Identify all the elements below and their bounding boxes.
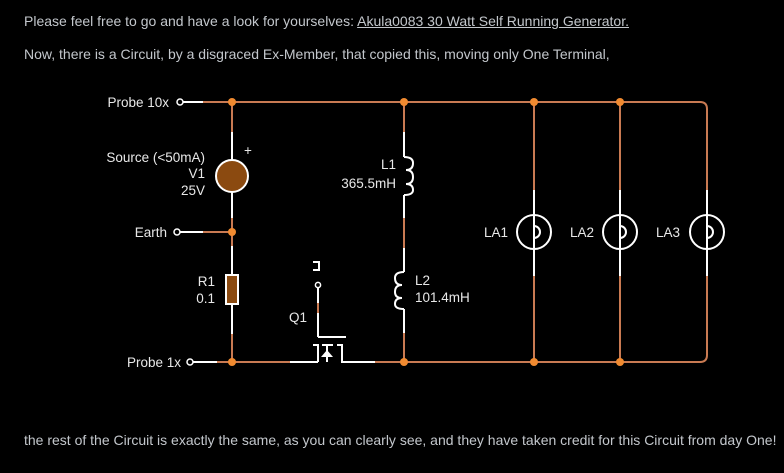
intro-text: Please feel free to go and have a look f… (24, 13, 358, 29)
top-rail (183, 101, 708, 363)
junction-dot (400, 358, 408, 366)
terminal-icon (173, 228, 181, 236)
lamp-la1: LA1 (484, 102, 552, 362)
probe-10x-terminal: Probe 10x (107, 95, 184, 110)
post-paragraph-3: the rest of the Circuit is exactly the s… (24, 432, 777, 448)
lamp-icon (602, 214, 638, 250)
resistor-name: R1 (198, 274, 215, 289)
inductor-l2-name: L2 (415, 273, 430, 288)
post-paragraph-1: Please feel free to go and have a look f… (24, 10, 629, 32)
inductor-l1-value: 365.5mH (341, 176, 396, 191)
mosfet-arrow-icon (321, 350, 333, 357)
inductor-l1-name: L1 (381, 157, 396, 172)
source-branch: + Source (<50mA) V1 25V R1 0.1 (106, 102, 252, 362)
earth-label: Earth (135, 225, 167, 240)
earth-terminal: Earth (135, 225, 232, 240)
inductor-l2-value: 101.4mH (415, 290, 470, 305)
lamp-la2-label: LA2 (570, 225, 594, 240)
junctions (228, 98, 624, 366)
gate-pulse-icon (313, 261, 320, 271)
source-value: 25V (181, 183, 205, 198)
terminal-icon (176, 98, 184, 106)
inductor-branch: L1 365.5mH L2 101.4mH (341, 102, 470, 362)
junction-dot (228, 228, 236, 236)
junction-dot (530, 98, 538, 106)
inductor-l2-icon (393, 271, 405, 310)
terminal-icon (186, 358, 194, 366)
probe-1x-terminal: Probe 1x (127, 355, 194, 370)
junction-dot (400, 98, 408, 106)
lamp-la3: LA3 (656, 190, 725, 276)
lamp-filament-icon (533, 225, 541, 239)
lamp-icon (689, 214, 725, 250)
lamp-filament-icon (706, 225, 714, 239)
resistor-value: 0.1 (196, 291, 215, 306)
lamp-la2: LA2 (570, 102, 638, 362)
source-title: Source (<50mA) (106, 150, 205, 165)
post-paragraph-2: Now, there is a Circuit, by a disgraced … (24, 46, 610, 62)
transistor-name: Q1 (289, 310, 307, 325)
lamp-filament-icon (619, 225, 627, 239)
junction-dot (616, 358, 624, 366)
akula-generator-link[interactable]: Akula0083 30 Watt Self Running Generator… (357, 13, 629, 29)
junction-dot (228, 358, 236, 366)
lamp-la3-label: LA3 (656, 225, 680, 240)
junction-dot (530, 358, 538, 366)
transistor-q1: Q1 (289, 261, 375, 363)
junction-dot (228, 98, 236, 106)
inductor-l1-icon (403, 156, 415, 196)
source-polarity: + (244, 143, 252, 158)
voltage-source-icon (215, 159, 249, 193)
junction-dot (616, 98, 624, 106)
gate-terminal-icon (314, 281, 322, 289)
lamp-la1-label: LA1 (484, 225, 508, 240)
probe-10x-label: Probe 10x (107, 95, 169, 110)
probe-1x-label: Probe 1x (127, 355, 181, 370)
source-name: V1 (188, 166, 205, 181)
lamp-icon (516, 214, 552, 250)
resistor-icon (225, 274, 239, 305)
